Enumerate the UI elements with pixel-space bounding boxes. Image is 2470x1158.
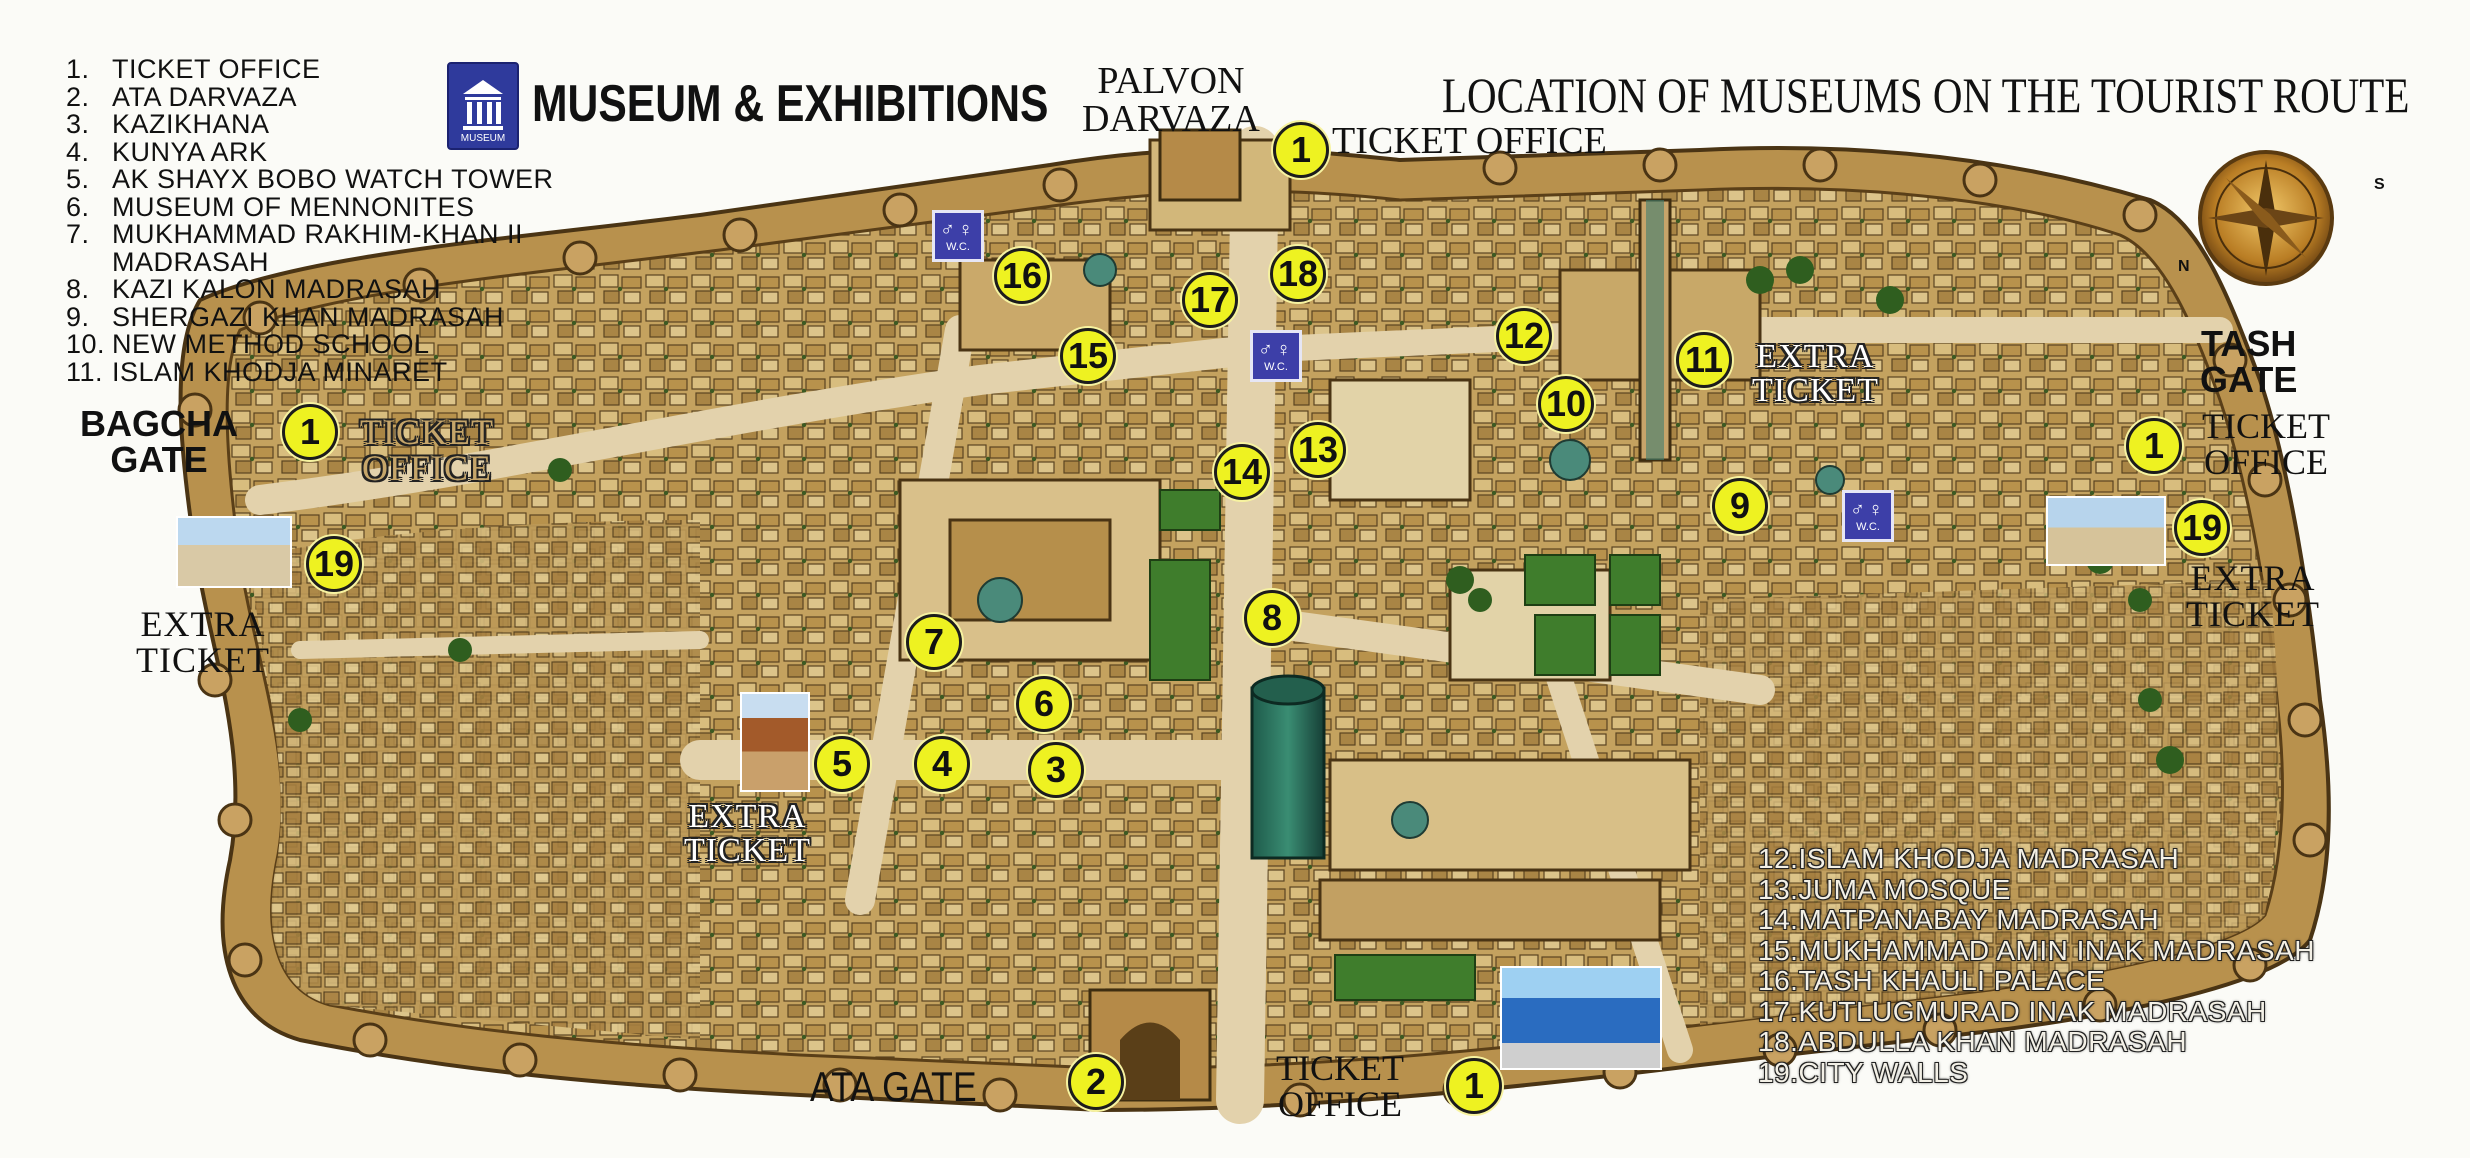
map-marker-19[interactable]: 19 (306, 536, 362, 592)
legend-item: 12.ISLAM KHODJA MADRASAH (1758, 843, 2180, 874)
legend-museum-icon: MUSEUM (447, 62, 519, 150)
map-marker-3[interactable]: 3 (1028, 742, 1084, 798)
map-marker-18[interactable]: 18 (1270, 246, 1326, 302)
legend-item: 18.ABDULLA KHAN MADRASAH (1758, 1026, 2188, 1057)
map-marker-19[interactable]: 19 (2174, 500, 2230, 556)
map-marker-4[interactable]: 4 (914, 736, 970, 792)
map-marker-16[interactable]: 16 (994, 248, 1050, 304)
compass-south-label: S (2374, 176, 2385, 193)
watch-tower-photo (740, 692, 810, 792)
ticket-office-label: TICKET OFFICE (1332, 120, 1607, 162)
legend-list-right: 12.ISLAM KHODJA MADRASAH 13.JUMA MOSQUE … (1758, 843, 2315, 1088)
legend-item: 7.MUKHAMMAD RAKHIM-KHAN II (66, 219, 524, 249)
map-marker-12[interactable]: 12 (1496, 308, 1552, 364)
legend-item: MADRASAH (112, 246, 270, 277)
map-marker-5[interactable]: 5 (814, 736, 870, 792)
legend-item: 1.TICKET OFFICE (66, 54, 321, 84)
map-marker-13[interactable]: 13 (1290, 422, 1346, 478)
legend-item: 5.AK SHAYX BOBO WATCH TOWER (66, 164, 554, 194)
legend-item: 8.KAZI KALON MADRASAH (66, 274, 442, 304)
museum-title: MUSEUM & EXHIBITIONS (532, 75, 1049, 133)
wc-icon: ♂♀W.C. (932, 210, 984, 262)
map-marker-17[interactable]: 17 (1182, 272, 1238, 328)
map-marker-1[interactable]: 1 (2126, 418, 2182, 474)
legend-item: 15.MUKHAMMAD AMIN INAK MADRASAH (1758, 934, 2315, 966)
legend-item: 13.JUMA MOSQUE (1758, 873, 2011, 905)
legend-item: 6.MUSEUM OF MENNONITES (66, 191, 475, 222)
legend-item: 3.KAZIKHANA (66, 109, 270, 139)
map-marker-11[interactable]: 11 (1676, 332, 1732, 388)
map-marker-8[interactable]: 8 (1244, 590, 1300, 646)
museum-icon-caption: MUSEUM (460, 133, 506, 144)
map-marker-10[interactable]: 10 (1538, 376, 1594, 432)
compass-icon (2198, 150, 2334, 286)
map-marker-14[interactable]: 14 (1214, 444, 1270, 500)
legend-item: 16.TASH KHAULI PALACE (1758, 965, 2106, 996)
map-marker-9[interactable]: 9 (1712, 478, 1768, 534)
legend-list-left: 1.TICKET OFFICE 2.ATA DARVAZA 3.KAZIKHAN… (66, 54, 554, 387)
ata-gate-label: ATA GATE (810, 1063, 977, 1110)
legend-item: 14.MATPANABAY MADRASAH (1758, 904, 2160, 935)
legend-item: 4.KUNYA ARK (66, 136, 268, 167)
map-marker-1[interactable]: 1 (282, 404, 338, 460)
legend-item: 17.KUTLUGMURAD INAK MADRASAH (1758, 995, 2267, 1027)
legend-item: 19.CITY WALLS (1758, 1056, 1969, 1088)
legend-item: 11.ISLAM KHODJA MINARET (66, 356, 448, 387)
map-marker-15[interactable]: 15 (1060, 328, 1116, 384)
route-title: LOCATION OF MUSEUMS ON THE TOURIST ROUTE (1442, 67, 2410, 123)
wc-icon: ♂♀W.C. (1250, 330, 1302, 382)
wc-icon: ♂♀W.C. (1842, 490, 1894, 542)
compass-north-label: N (2178, 258, 2190, 275)
legend-item: 9.SHERGAZI KHAN MADRASAH (66, 301, 505, 332)
legend-item: 2.ATA DARVAZA (66, 81, 298, 112)
map-marker-1[interactable]: 1 (1446, 1058, 1502, 1114)
map-marker-7[interactable]: 7 (906, 614, 962, 670)
map-marker-2[interactable]: 2 (1068, 1054, 1124, 1110)
ticket-office-photo (1500, 966, 1662, 1070)
map-marker-6[interactable]: 6 (1016, 676, 1072, 732)
legend-item: 10.NEW METHOD SCHOOL (66, 329, 430, 359)
city-walls-photo-left (176, 516, 292, 588)
map-marker-1[interactable]: 1 (1273, 122, 1329, 178)
city-walls-photo-right (2046, 496, 2166, 566)
